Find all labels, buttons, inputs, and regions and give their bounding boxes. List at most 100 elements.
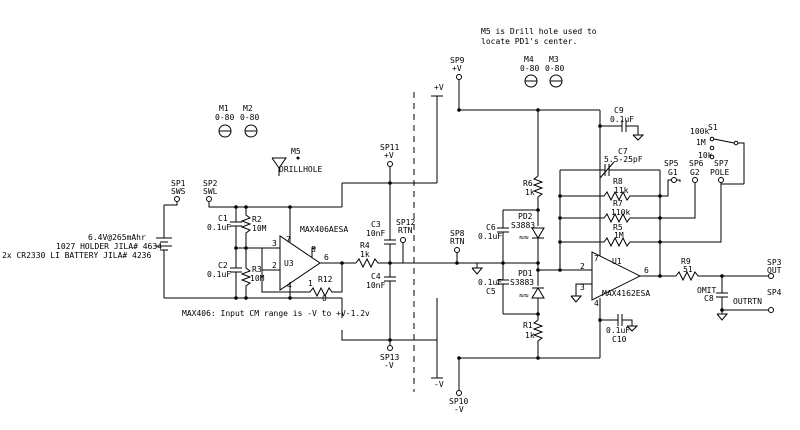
mount-m3: M3 0-80: [545, 55, 564, 88]
mount-m5: M5 DRILLHOLE: [271, 147, 323, 176]
svg-text:SP13: SP13: [380, 353, 399, 362]
c6-value: 0.1uF: [478, 232, 502, 241]
svg-text:8: 8: [311, 245, 316, 254]
r2-label: R2: [252, 215, 262, 224]
svg-text:2x CR2330 LI BATTERY JILA# 423: 2x CR2330 LI BATTERY JILA# 4236: [2, 251, 151, 260]
svg-text:SP9: SP9: [450, 56, 465, 65]
svg-text:M2: M2: [243, 104, 253, 113]
c8-label: C8: [704, 294, 714, 303]
svg-text:6: 6: [324, 253, 329, 262]
c7-value: 5.5-25pF: [604, 155, 643, 164]
r1-label: R1: [523, 321, 533, 330]
svg-text:+V: +V: [452, 64, 462, 73]
r2-value: 10M: [252, 224, 267, 233]
testpoint-sp2: SP2 SWL: [203, 179, 218, 202]
svg-text:2: 2: [580, 262, 585, 271]
r4-value: 1k: [360, 250, 370, 259]
svg-text:M5: M5: [291, 147, 301, 156]
svg-text:2: 2: [272, 261, 277, 270]
svg-text:0-80: 0-80: [215, 113, 234, 122]
svg-text:POLE: POLE: [710, 168, 729, 177]
testpoint-sp5: SP5 G1: [664, 159, 679, 183]
c1-label: C1: [218, 214, 228, 223]
c2-label: C2: [218, 261, 228, 270]
svg-text:SP3: SP3: [767, 258, 782, 267]
r12-value: 0: [322, 294, 327, 303]
svg-text:100k: 100k: [690, 127, 709, 136]
c7-label: C7: [618, 147, 628, 156]
svg-text:7: 7: [594, 254, 599, 263]
svg-text:M1: M1: [219, 104, 229, 113]
svg-text:1027 HOLDER JILA# 4634: 1027 HOLDER JILA# 4634: [56, 242, 162, 251]
svg-text:SP12: SP12: [396, 218, 415, 227]
svg-text:M3: M3: [549, 55, 559, 64]
svg-text:SP1: SP1: [171, 179, 186, 188]
r6-label: R6: [523, 179, 533, 188]
photodiode-pd2: PD2 S3883 ≈≈: [511, 212, 545, 242]
r12-label: R12: [318, 275, 333, 284]
c9-label: C9: [614, 106, 624, 115]
svg-text:6: 6: [644, 266, 649, 275]
svg-text:PD1: PD1: [518, 269, 533, 278]
testpoint-sp4: SP4 OUTRTN: [733, 288, 782, 313]
switch-s1: S1 100k 1M 10k: [690, 123, 745, 184]
svg-text:SP5: SP5: [664, 159, 679, 168]
svg-text:G2: G2: [690, 168, 700, 177]
svg-text:PD2: PD2: [518, 212, 533, 221]
r6-value: 1k: [525, 188, 535, 197]
svg-text:7: 7: [286, 235, 291, 244]
mount-m1: M1 0-80: [215, 104, 234, 138]
note-max406: MAX406: Input CM range is -V to +V-1.2v: [182, 309, 370, 318]
r9-value: 51: [683, 265, 693, 274]
svg-text:≈≈: ≈≈: [519, 291, 529, 300]
r5-value: 1M: [614, 231, 624, 240]
svg-text:SP6: SP6: [689, 159, 704, 168]
battery-symbol: [156, 205, 172, 298]
c9-value: 0.1uF: [610, 115, 634, 124]
svg-text:3: 3: [272, 239, 277, 248]
rail-minus-label: -V: [434, 380, 444, 389]
svg-text:SWL: SWL: [203, 187, 218, 196]
svg-text:RTN: RTN: [398, 226, 413, 235]
mount-m2: M2 0-80: [240, 104, 259, 138]
svg-text:G1: G1: [668, 168, 678, 177]
testpoint-sp3: SP3 OUT: [767, 258, 782, 279]
c6-label: C6: [486, 223, 496, 232]
c4-value: 10nF: [366, 281, 385, 290]
svg-text:+V: +V: [384, 151, 394, 160]
note-m5-line1: M5 is Drill hole used to: [481, 27, 597, 36]
rail-plus-label: +V: [434, 83, 444, 92]
svg-text:S1: S1: [708, 123, 718, 132]
c5-label: C5: [486, 287, 496, 296]
testpoint-sp11: SP11 +V: [380, 143, 399, 167]
testpoint-sp13: SP13 -V: [380, 345, 399, 370]
svg-text:S3883: S3883: [511, 221, 535, 230]
c10-value: 0.1uF: [606, 326, 630, 335]
r4-label: R4: [360, 241, 370, 250]
photodiode-pd1: PD1 S3883 ≈≈: [510, 269, 545, 300]
svg-text:S3883: S3883: [510, 278, 534, 287]
testpoint-sp9: SP9 +V: [450, 56, 465, 80]
svg-text:6.4V@265mAhr: 6.4V@265mAhr: [88, 233, 146, 242]
r7-value: 110k: [611, 208, 630, 217]
testpoint-sp10: SP10 -V: [449, 390, 468, 414]
svg-text:1M: 1M: [696, 138, 706, 147]
c2-value: 0.1uF: [207, 270, 231, 279]
r5-label: R5: [613, 223, 623, 232]
svg-text:0-80: 0-80: [520, 64, 539, 73]
svg-text:MAX406AESA: MAX406AESA: [300, 225, 348, 234]
svg-text:OUT: OUT: [767, 266, 782, 275]
svg-text:SP10: SP10: [449, 397, 468, 406]
r8-value: 11k: [614, 186, 629, 195]
c3-label: C3: [371, 220, 381, 229]
r3-label: R3: [252, 265, 262, 274]
svg-text:SP7: SP7: [714, 159, 729, 168]
svg-text:3: 3: [580, 283, 585, 292]
svg-text:U3: U3: [284, 259, 294, 268]
svg-text:≈≈: ≈≈: [519, 233, 529, 242]
svg-text:SP2: SP2: [203, 179, 218, 188]
c3-value: 10nF: [366, 229, 385, 238]
testpoint-sp8: SP8 RTN: [450, 229, 465, 253]
c4-label: C4: [371, 272, 381, 281]
note-m5-line2: locate PD1's center.: [481, 37, 577, 46]
